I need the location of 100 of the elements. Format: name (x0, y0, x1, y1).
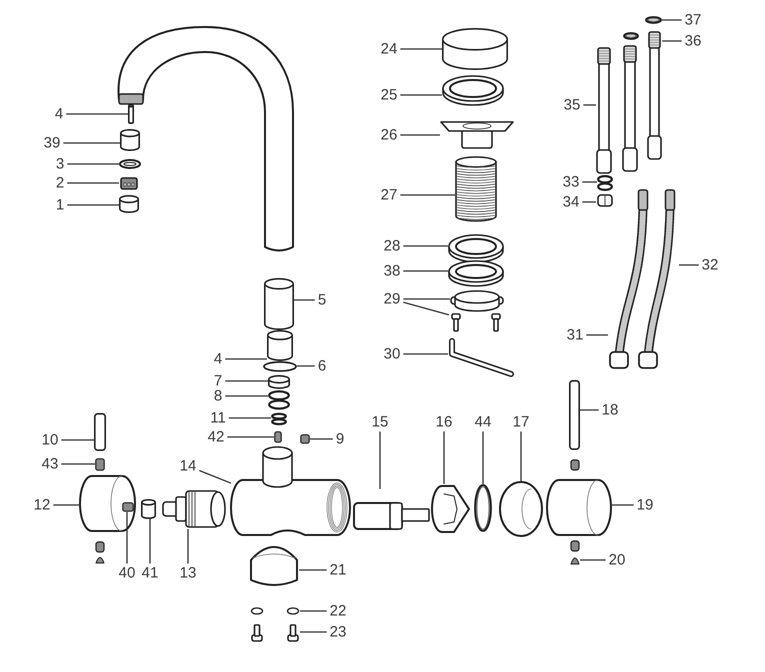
pin-small-drawing (122, 502, 134, 512)
leader-line (63, 142, 120, 144)
hex-key-drawing (448, 338, 514, 378)
leader-line (225, 395, 268, 397)
o-rings-drawing (597, 175, 613, 191)
ring-drawing (442, 75, 504, 106)
leader-line (403, 245, 448, 247)
leader-line (400, 94, 442, 96)
screws-drawing (250, 624, 300, 642)
leader-line (294, 299, 315, 301)
leader-line (61, 463, 95, 465)
callout-number: 23 (330, 624, 346, 640)
ring-drawing (448, 234, 504, 263)
callout-number: 16 (436, 414, 452, 430)
callout-number: 6 (318, 358, 326, 374)
callout-number: 37 (684, 12, 702, 28)
callout-number: 42 (208, 430, 224, 444)
ring-drawing (448, 260, 504, 287)
leader-line (580, 559, 606, 561)
thread-drawing (267, 330, 293, 361)
bolts-drawing (449, 313, 503, 332)
leader-line (228, 417, 271, 419)
leader-line (403, 302, 450, 316)
callout-number: 19 (636, 498, 654, 512)
leader-line (403, 353, 448, 355)
callout-number: 43 (42, 456, 58, 472)
valve-body-drawing (231, 446, 351, 536)
callout-number: 39 (44, 136, 60, 150)
callout-number: 14 (180, 458, 196, 474)
bezel-drawing (442, 28, 508, 70)
callout-number: 26 (380, 128, 398, 142)
callout-number: 9 (336, 432, 344, 446)
grub-screw-drawing (95, 458, 105, 471)
o-rings-drawing (271, 413, 287, 425)
leader-line (580, 409, 599, 411)
callout-number: 7 (214, 374, 222, 388)
callout-number: 33 (562, 174, 580, 190)
leader-line (482, 432, 484, 484)
nut-drawing (596, 193, 614, 208)
leader-line (520, 432, 522, 481)
callout-number: 28 (384, 238, 400, 254)
rod-drawing (94, 413, 106, 451)
leader-line (582, 201, 596, 203)
cap-drawing (268, 375, 290, 389)
leader-line (662, 19, 682, 21)
callout-number: 25 (380, 88, 398, 102)
callout-number: 11 (210, 410, 226, 426)
callout-number: 40 (118, 566, 136, 580)
leader-line (400, 134, 440, 136)
leader-line (199, 470, 232, 484)
dome-cap-drawing (499, 481, 543, 537)
rod-drawing (569, 380, 580, 450)
leader-line (66, 113, 128, 115)
leader-line (586, 334, 608, 336)
leader-line (379, 432, 381, 489)
locknut-drawing (450, 289, 504, 313)
insert-drawing (141, 499, 156, 519)
o-ring-drawing (474, 484, 492, 532)
leader-line (403, 270, 448, 272)
callout-number: 3 (56, 156, 64, 172)
leader-line (662, 40, 682, 42)
aerator-drawing (119, 176, 139, 191)
leader-line (400, 48, 442, 50)
leader-line (582, 181, 597, 183)
leader-line (310, 438, 333, 440)
leader-line (612, 504, 634, 506)
callout-number: 21 (330, 562, 346, 578)
pin-drawing (274, 431, 282, 443)
leader-line (67, 163, 119, 165)
leader-line (149, 519, 151, 564)
pipe-section-drawing (264, 278, 294, 330)
callout-number: 44 (474, 414, 492, 430)
callout-number: 8 (214, 388, 222, 404)
leader-line (225, 358, 267, 360)
callout-number: 20 (608, 552, 626, 568)
leader-line (67, 204, 119, 206)
callout-number: 5 (318, 292, 326, 308)
cartridge-stem-drawing (162, 489, 226, 529)
plate-drawing (440, 119, 514, 149)
leader-line (225, 380, 268, 382)
callout-number: 17 (512, 414, 530, 430)
callout-number: 29 (384, 292, 400, 306)
callout-number: 24 (380, 42, 398, 56)
callout-number: 2 (56, 176, 64, 190)
leader-line (53, 504, 80, 506)
flange-drawing (263, 361, 297, 372)
washers-drawing (250, 606, 300, 616)
callout-number: 4 (54, 106, 64, 122)
handle-drawing (547, 479, 612, 536)
sleeve-drawing (120, 129, 140, 151)
callout-number: 13 (180, 566, 196, 580)
callout-number: 10 (42, 432, 58, 448)
grub-screw-drawing (300, 434, 310, 444)
callout-number: 12 (34, 498, 50, 512)
leader-line (583, 104, 596, 106)
leader-line (61, 439, 94, 441)
callout-number: 15 (372, 414, 388, 430)
o-rings-drawing (268, 390, 290, 410)
leader-line (300, 610, 327, 612)
o-ring-drawing (645, 16, 662, 24)
